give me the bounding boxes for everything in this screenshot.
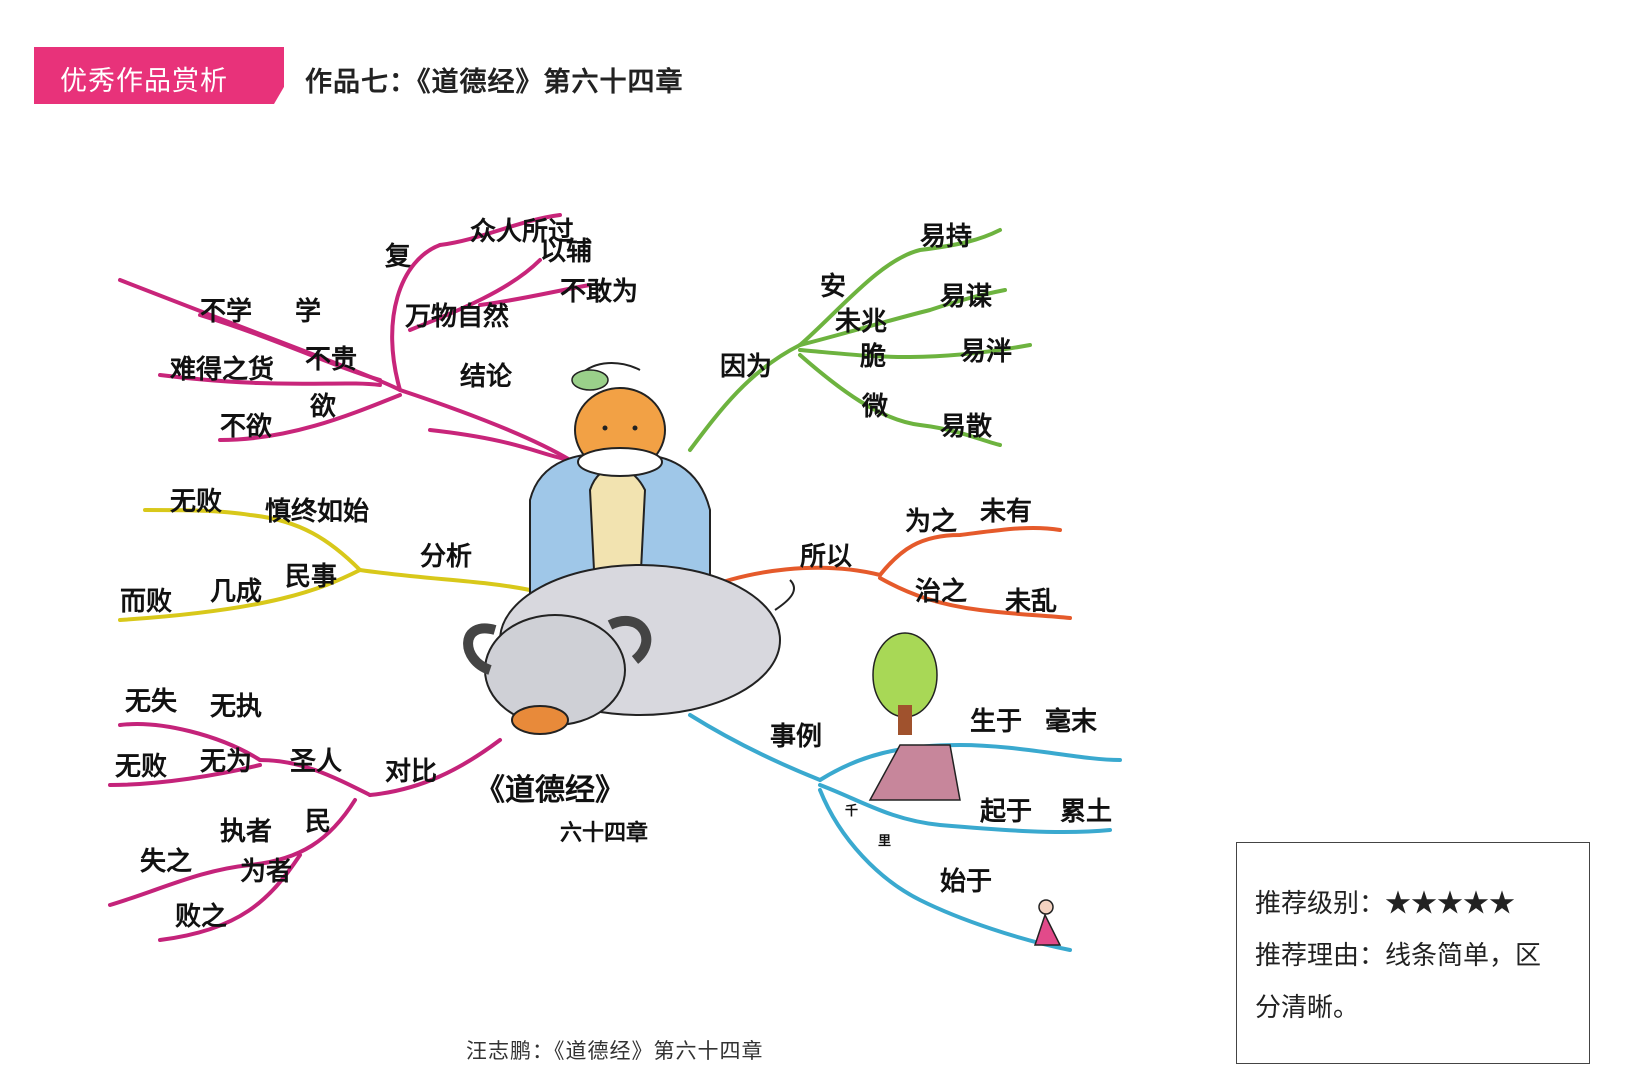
label-reason-b2: 未兆 — [835, 307, 887, 337]
label-contrast-b1a: 无为 — [200, 747, 252, 777]
label-conclusion-b4a: 难得之货 — [170, 354, 274, 385]
label-contrast-b1: 圣人 — [290, 747, 342, 777]
label-contrast-b1c: 无执 — [210, 692, 262, 722]
page-title: 作品七：《道德经》第六十四章 — [305, 67, 684, 98]
label-analysis: 分析 — [420, 542, 472, 572]
label-therefore-b1: 为之 — [905, 506, 957, 537]
section-tag-text: 优秀作品赏析 — [60, 66, 228, 97]
label-conclusion-b5a: 不欲 — [220, 412, 272, 442]
center-subtitle: 六十四章 — [560, 820, 648, 846]
label-reason-b3: 脆 — [860, 341, 886, 372]
label-conclusion-b1a: 众人所过 — [470, 217, 574, 247]
label-example-b2a: 累土 — [1060, 797, 1112, 827]
branch-contrast — [108, 722, 502, 942]
label-conclusion-b3a: 不学 — [200, 296, 252, 327]
label-contrast-b2d: 败之 — [175, 901, 227, 932]
bird-icon — [571, 369, 609, 391]
label-contrast-b1d: 无失 — [125, 687, 178, 717]
recommendation-box: 推荐级别：★★★★★ 推荐理由：线条简单，区 分清晰。 — [1236, 842, 1590, 1064]
label-example-b1: 生于 — [970, 707, 1022, 737]
label-therefore-b2: 治之 — [915, 576, 967, 607]
branch-conclusion — [118, 213, 592, 462]
branch-reason — [688, 228, 1032, 452]
label-therefore: 所以 — [800, 542, 852, 572]
label-example-b3: 始于 — [940, 867, 992, 897]
label-reason: 因为 — [720, 352, 772, 382]
label-contrast-b2b: 失之 — [140, 846, 192, 877]
label-reason-b4a: 易散 — [940, 412, 992, 442]
label-analysis-b2: 民事 — [285, 562, 337, 592]
label-analysis-b1: 慎终如始 — [265, 496, 369, 527]
mind-map-illustration: 结论 复 众人所过 万物自然 以辅 不敢为 学 不学 不贵 难得之货 欲 不欲 … — [108, 213, 1122, 952]
label-contrast-b2: 民 — [305, 807, 331, 837]
label-analysis-b2b: 而败 — [120, 587, 172, 617]
label-example-mid1: 千 — [845, 803, 858, 819]
stacked-soil-icon — [868, 744, 961, 801]
recommend-level-label: 推荐级别： — [1255, 889, 1386, 919]
label-contrast-b1b: 无败 — [115, 752, 167, 782]
label-conclusion-b1: 复 — [385, 242, 412, 272]
label-conclusion-b3: 学 — [295, 296, 321, 327]
label-analysis-b1a: 无败 — [170, 487, 222, 517]
recommend-stars: ★★★★★ — [1385, 889, 1516, 919]
label-reason-b4: 微 — [861, 391, 888, 422]
branch-example — [688, 713, 1122, 952]
label-contrast-b2c: 为者 — [240, 857, 292, 887]
label-example: 事例 — [770, 722, 822, 752]
label-example-mid2: 里 — [878, 834, 891, 849]
label-reason-b2a: 易谋 — [940, 282, 993, 312]
section-tag: 优秀作品赏析 — [34, 47, 284, 104]
label-conclusion-b5: 欲 — [309, 392, 336, 422]
label-contrast: 对比 — [385, 757, 437, 787]
artwork-caption: 汪志鹏：《道德经》第六十四章 — [466, 1039, 764, 1063]
label-reason-b1a: 易持 — [920, 222, 972, 252]
mindmap-labels: 结论 复 众人所过 万物自然 以辅 不敢为 学 不学 不贵 难得之货 欲 不欲 … — [115, 217, 1112, 932]
center-title: 《道德经》 — [475, 773, 625, 808]
label-conclusion-b2: 万物自然 — [405, 301, 509, 332]
label-example-b1a: 毫末 — [1045, 706, 1098, 737]
label-analysis-b2a: 几成 — [210, 577, 262, 607]
recommend-reason-label: 推荐理由：线条简单，区 — [1255, 941, 1542, 971]
tree-icon — [872, 632, 938, 735]
branch-analysis — [118, 508, 532, 622]
ox-figure — [463, 564, 795, 735]
label-therefore-b1a: 未有 — [980, 497, 1032, 527]
label-example-b2: 起于 — [980, 797, 1032, 827]
label-reason-b3a: 易泮 — [960, 337, 1012, 367]
label-conclusion: 结论 — [460, 362, 513, 392]
label-reason-b1: 安 — [820, 272, 846, 302]
label-contrast-b2a: 执者 — [220, 817, 272, 847]
walking-person-icon — [1033, 899, 1062, 946]
laozi-figure — [529, 362, 711, 601]
label-conclusion-b2b: 不敢为 — [560, 277, 638, 307]
label-conclusion-b2a: 以辅 — [540, 237, 592, 267]
recommend-level-row: 推荐级别：★★★★★ — [1255, 883, 1515, 920]
label-therefore-b2a: 未乱 — [1005, 587, 1057, 617]
recommend-reason-continuation: 分清晰。 — [1255, 993, 1360, 1023]
label-conclusion-b4: 不贵 — [305, 345, 357, 375]
